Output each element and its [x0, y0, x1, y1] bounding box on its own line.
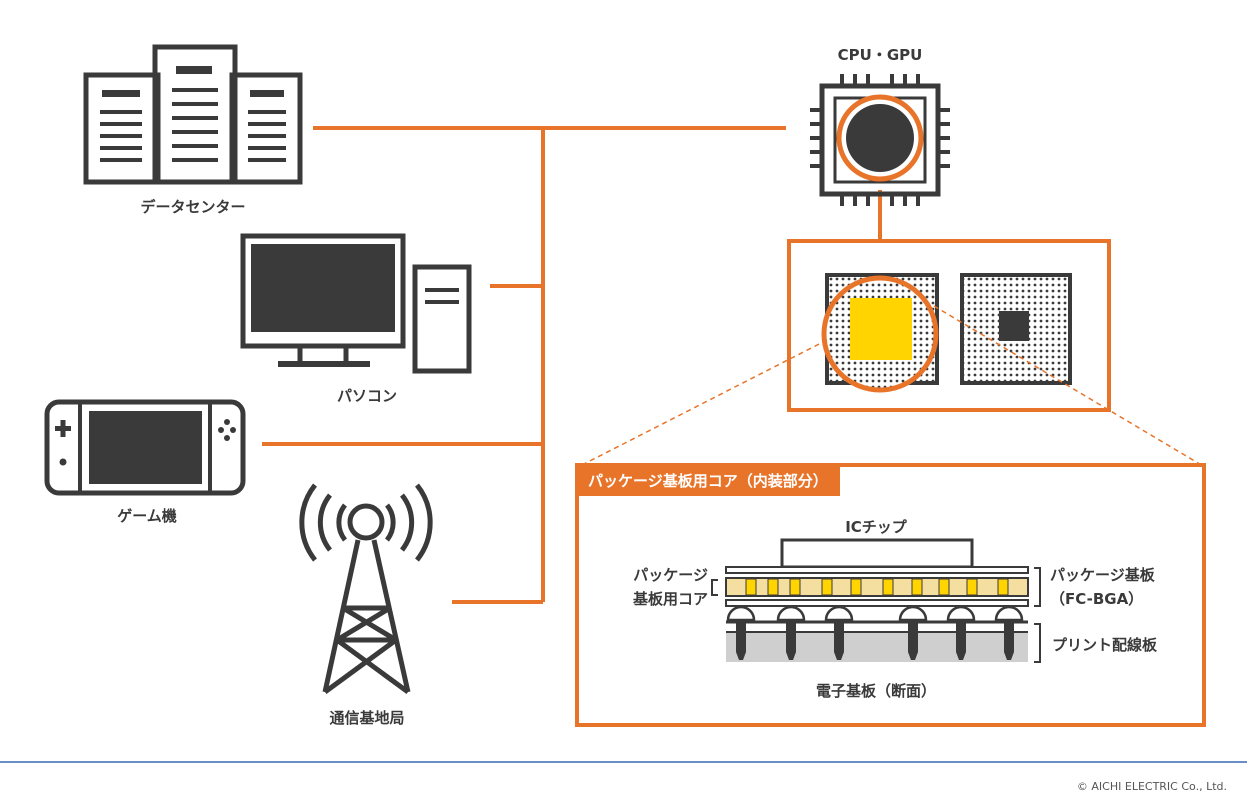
cpu-gpu-label: CPU・GPU — [837, 46, 923, 64]
base-station-icon — [299, 483, 433, 695]
detail-banner: パッケージ基板用コア（内装部分） — [578, 466, 840, 496]
cross-section-diagram — [711, 538, 1041, 663]
pcb-pins — [736, 622, 1014, 660]
pcb-label: プリント配線板 — [1052, 636, 1158, 654]
game-console-icon — [44, 399, 246, 496]
pc-label: パソコン — [336, 387, 398, 405]
detail-box — [575, 463, 1206, 727]
ic-chip-label: ICチップ — [845, 518, 907, 536]
core-label-line1: パッケージ — [633, 566, 708, 584]
package-label-line2: （FC-BGA） — [1050, 590, 1144, 608]
zoom-guide-lines — [579, 305, 1204, 467]
package-label-line1: パッケージ基板 — [1050, 566, 1155, 584]
pcb-layer — [726, 632, 1028, 662]
package-substrate-box — [787, 239, 1111, 412]
cpu-chip-icon — [810, 74, 950, 206]
connection-lines — [262, 126, 882, 604]
package-bga-icon — [960, 273, 1072, 385]
copyright-text: © AICHI ELECTRIC Co., Ltd. — [1076, 780, 1227, 793]
cross-section-caption: 電子基板（断面） — [815, 682, 937, 700]
ic-chip — [780, 538, 974, 569]
solder-balls — [726, 605, 1024, 622]
base-station-label: 通信基地局 — [329, 709, 405, 727]
core-label-line2: 基板用コア — [632, 590, 708, 608]
data-center-icon — [83, 44, 303, 185]
package-core-layer — [725, 577, 1029, 597]
pc-icon — [240, 233, 472, 374]
package-substrate-icon — [821, 273, 939, 393]
game-console-label: ゲーム機 — [117, 507, 177, 525]
footer-divider — [0, 761, 1247, 763]
data-center-label: データセンター — [140, 198, 246, 216]
